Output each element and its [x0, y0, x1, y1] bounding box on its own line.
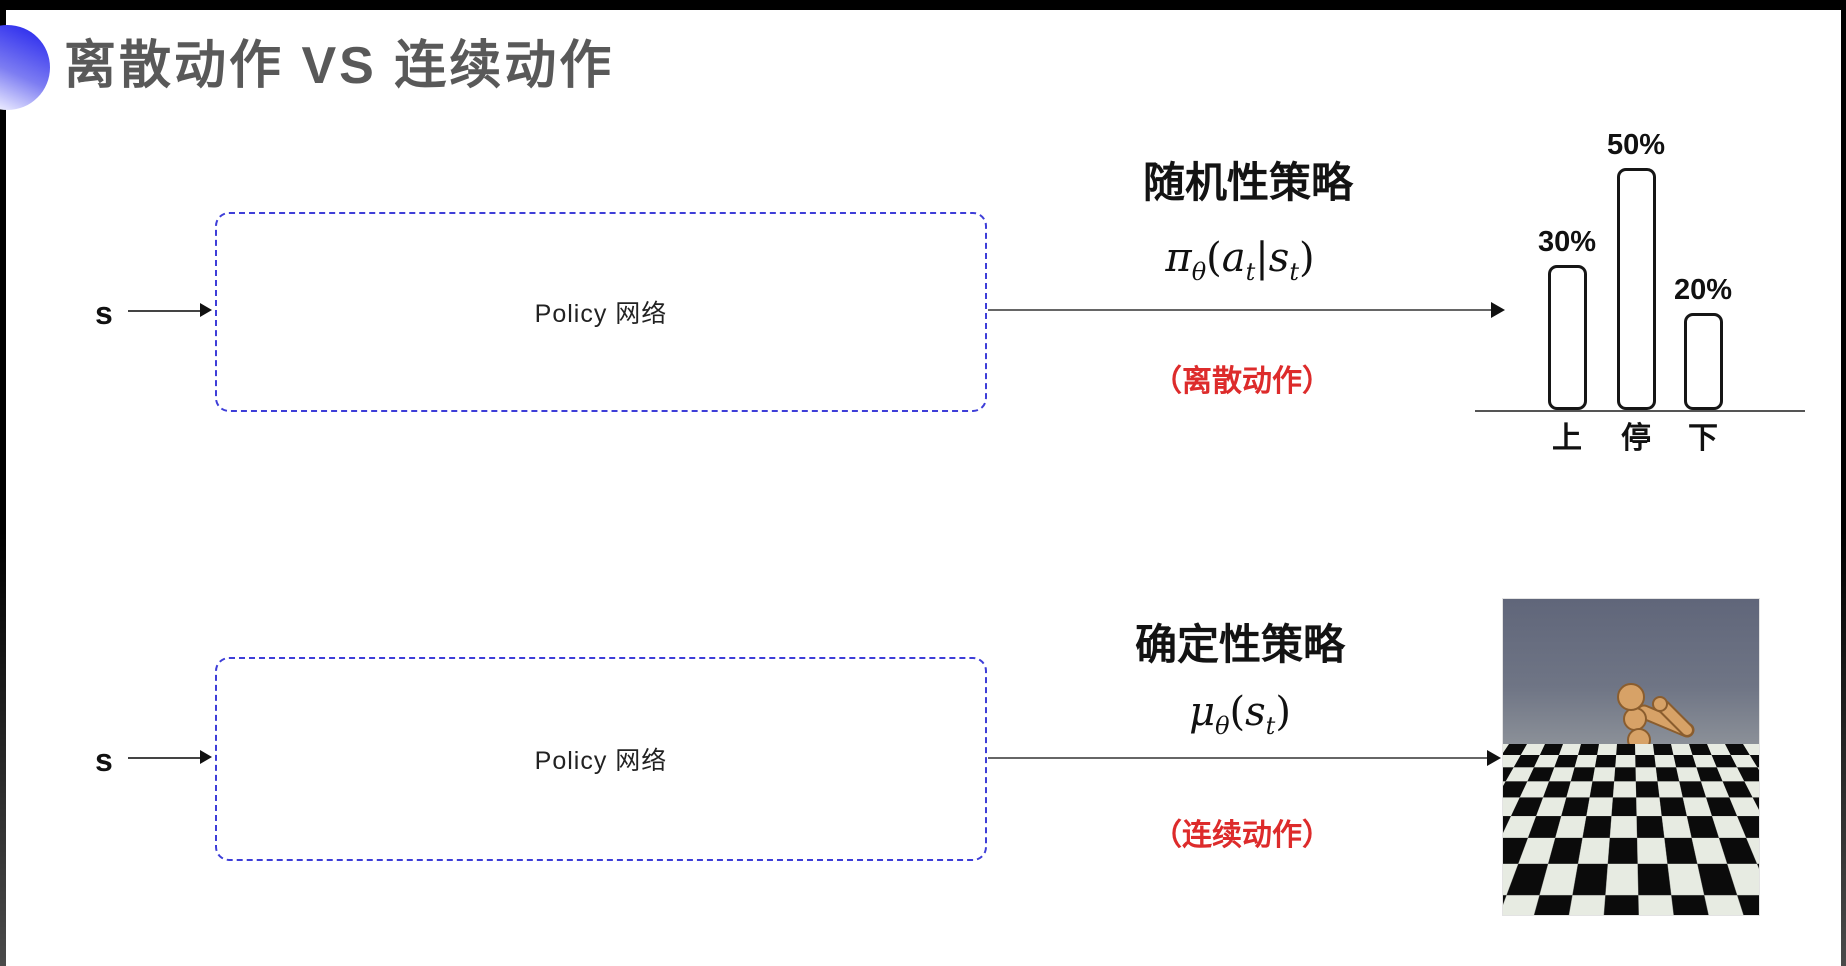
- chart-bar-down: [1683, 313, 1723, 410]
- formula-given-bar: |: [1255, 235, 1269, 281]
- chart-baseline: [1475, 410, 1805, 412]
- stochastic-policy-title: 随机性策略: [1142, 159, 1353, 206]
- input-arrow-line-bottom: [128, 757, 200, 759]
- chart-bar-stop: [1616, 168, 1656, 410]
- formula-theta-sub: θ: [1215, 712, 1230, 740]
- formula-close-paren: ): [1298, 235, 1315, 281]
- formula-action-sub: t: [1245, 258, 1256, 286]
- formula-action-var: a: [1221, 235, 1246, 281]
- policy-network-label-bottom: Policy 网络: [534, 747, 668, 775]
- formula-open-paren: (: [1229, 689, 1246, 735]
- title-accent-circle: [0, 25, 50, 110]
- input-arrowhead-top: [200, 303, 212, 317]
- deterministic-policy-title: 确定性策略: [1134, 621, 1345, 668]
- formula-state-var: s: [1268, 235, 1290, 281]
- humanoid-simulation-image: [1502, 598, 1760, 916]
- formula-state-sub: t: [1289, 258, 1299, 286]
- formula-state-var: s: [1245, 689, 1266, 735]
- letterbox-right-edge: [1841, 0, 1846, 966]
- chart-category-label: 上: [1552, 422, 1582, 455]
- figure-shadow: [1590, 859, 1682, 871]
- figure-limbs: [1595, 700, 1695, 869]
- deterministic-policy-formula: μθ(st): [1120, 686, 1360, 738]
- figure-torso-head: [1617, 683, 1668, 786]
- humanoid-figure: [1590, 683, 1695, 912]
- letterbox-left-edge: [0, 0, 6, 966]
- output-arrowhead-top: [1491, 302, 1505, 318]
- floor-reflection: [1614, 899, 1671, 912]
- formula-mu: μ: [1189, 689, 1216, 735]
- input-arrowhead-bottom: [200, 750, 212, 764]
- formula-pi: π: [1165, 235, 1192, 281]
- state-input-label-bottom: s: [95, 742, 113, 778]
- state-input-label-top: s: [95, 295, 113, 331]
- formula-theta-sub: θ: [1191, 258, 1207, 286]
- continuous-action-note: （连续动作）: [1152, 819, 1332, 852]
- chart-value-label: 30%: [1537, 226, 1597, 258]
- action-probability-chart: 30% 50% 20% 上 停 下: [1450, 100, 1820, 480]
- chart-category-label: 下: [1688, 422, 1718, 455]
- policy-network-box-top: Policy 网络: [215, 212, 987, 412]
- output-arrow-line-bottom: [988, 757, 1488, 759]
- chart-value-label: 20%: [1673, 274, 1733, 306]
- letterbox-top-edge: [0, 0, 1846, 10]
- formula-open-paren: (: [1206, 235, 1222, 281]
- policy-network-box-bottom: Policy 网络: [215, 657, 987, 861]
- chart-category-label: 停: [1621, 422, 1651, 455]
- output-arrowhead-bottom: [1487, 750, 1501, 766]
- policy-network-label-top: Policy 网络: [534, 300, 668, 328]
- chart-value-label: 50%: [1606, 129, 1666, 161]
- output-arrow-line-top: [988, 309, 1492, 311]
- input-arrow-line-top: [128, 310, 200, 312]
- discrete-action-note: （离散动作）: [1152, 365, 1332, 398]
- floor-reflection: [1599, 882, 1683, 905]
- chart-bar-up: [1547, 265, 1587, 410]
- formula-close-paren: ): [1275, 689, 1291, 735]
- formula-state-sub: t: [1265, 712, 1276, 740]
- page-title: 离散动作 VS 连续动作: [64, 37, 615, 95]
- stochastic-policy-formula: πθ(at|st): [1100, 232, 1380, 284]
